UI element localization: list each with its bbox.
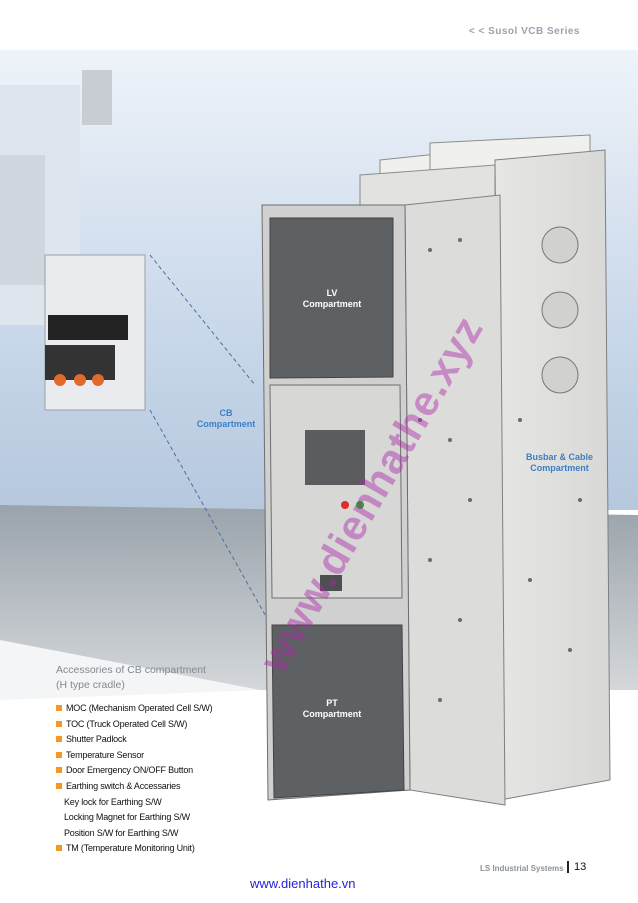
accessories-title: Accessories of CB compartment (H type cr… [56, 664, 206, 691]
accessory-item: Earthing switch & Accessaries [56, 779, 212, 795]
series-header: < < Susol VCB Series [468, 26, 580, 37]
accessory-item: Door Emergency ON/OFF Button [56, 763, 212, 779]
accessory-item-text: Position S/W for Earthing S/W [64, 827, 179, 838]
accessory-item: MOC (Mechanism Operated Cell S/W) [56, 701, 213, 717]
accessory-item-text: Earthing switch & Accessaries [66, 780, 181, 791]
accessory-item: TOC (Truck Operated Cell S/W) [56, 717, 212, 733]
accessories-list: MOC (Mechanism Operated Cell S/W) TOC (Tr… [56, 701, 213, 857]
footer-brand: LS Industrial Systems [480, 864, 564, 873]
accessory-item: TM (Temperature Monitoring Unit) [56, 841, 212, 857]
accessory-item-text: TM (Temperature Monitoring Unit) [66, 843, 195, 854]
bullet-square-icon [56, 736, 62, 743]
bullet-square-icon [56, 767, 62, 774]
bullet-square-icon [56, 751, 62, 758]
accessory-item-text: Key lock for Earthing S/W [64, 796, 162, 807]
accessory-item: Position S/W for Earthing S/W [56, 826, 212, 842]
bullet-square-icon [56, 782, 62, 789]
accessory-item: Key lock for Earthing S/W [56, 795, 212, 811]
page-number: 13 [574, 861, 587, 873]
footer-separator [567, 861, 569, 873]
accessory-item-text: Temperature Sensor [66, 749, 144, 760]
accessory-item-text: TOC (Truck Operated Cell S/W) [66, 718, 188, 729]
switchgear-illustration [0, 50, 638, 850]
accessory-item: Temperature Sensor [56, 748, 212, 764]
site-url-link[interactable]: www.dienhathe.vn [250, 876, 356, 891]
bullet-square-icon [56, 705, 62, 711]
accessory-item-text: Door Emergency ON/OFF Button [66, 765, 193, 776]
bullet-square-icon [56, 845, 62, 852]
accessory-item: Shutter Padlock [56, 732, 212, 748]
accessory-item: Locking Magnet for Earthing S/W [56, 810, 212, 826]
accessory-item-text: Shutter Padlock [66, 734, 127, 745]
accessory-item-text: Locking Magnet for Earthing S/W [64, 812, 190, 823]
bullet-square-icon [56, 720, 62, 727]
accessory-item-text: MOC (Mechanism Operated Cell S/W) [66, 703, 213, 713]
